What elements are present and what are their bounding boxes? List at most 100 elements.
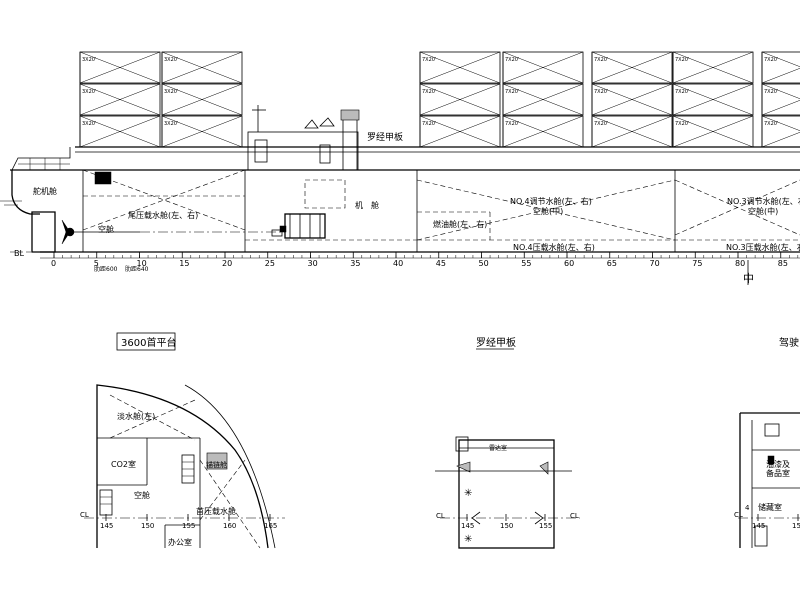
container-label: 7X20' bbox=[422, 57, 436, 63]
plan1-title-box bbox=[116, 332, 176, 351]
plan-frame-number: 165 bbox=[264, 522, 277, 530]
plan3-ladder-icon bbox=[754, 525, 768, 547]
plan-frame-number: 150 bbox=[792, 522, 800, 530]
frame-number: 55 bbox=[521, 259, 531, 268]
frame-number: 30 bbox=[308, 259, 318, 268]
container-label: 7X20' bbox=[594, 89, 608, 95]
container-box bbox=[761, 115, 800, 148]
container-box bbox=[591, 83, 673, 116]
plan1-chain-locker-label: 锚链舱 bbox=[206, 460, 227, 469]
no4-ballast-lower-label: NO.4压载水舱(左、右) bbox=[513, 242, 595, 252]
funnel-top bbox=[340, 109, 360, 121]
frame-number: 80 bbox=[735, 259, 745, 268]
plan3-equipment-icon bbox=[767, 455, 775, 465]
plan-frame-number: 150 bbox=[500, 522, 513, 530]
plan3-small-label: 4 bbox=[745, 504, 750, 512]
plan2-cl-left: CL bbox=[436, 512, 445, 520]
no4-ballast-upper-label: NO.4调节水舱(左、右) bbox=[510, 196, 592, 206]
plan3-cl: CL bbox=[734, 511, 743, 519]
container-label: 7X20' bbox=[675, 121, 689, 127]
plan1-tank-diagonal bbox=[109, 394, 196, 441]
container-box bbox=[161, 51, 243, 84]
frame-number: 25 bbox=[265, 259, 275, 268]
door bbox=[254, 139, 268, 163]
container-box bbox=[79, 51, 161, 84]
container-label: 7X20' bbox=[505, 121, 519, 127]
container-label: 3X20' bbox=[82, 57, 96, 63]
container-label: 7X20' bbox=[675, 89, 689, 95]
container-label: 7X20' bbox=[594, 57, 608, 63]
plan1-void-label: 空舱 bbox=[134, 490, 150, 500]
container-box bbox=[161, 83, 243, 116]
profile-view: 3X20'3X20'3X20'3X20'3X20'3X20' 7X20'7X20… bbox=[0, 51, 800, 285]
no4-void-label: 空舱(中) bbox=[533, 206, 563, 216]
rudder bbox=[31, 211, 56, 253]
plan-frame-number: 145 bbox=[461, 522, 474, 530]
spacing-label-600: 肋距600 bbox=[94, 265, 118, 273]
container-label: 7X20' bbox=[505, 57, 519, 63]
plan1-cl: CL bbox=[80, 511, 89, 519]
frame-number: 10 bbox=[137, 259, 147, 268]
container-label: 7X20' bbox=[675, 57, 689, 63]
container-box bbox=[419, 83, 501, 116]
container-box bbox=[761, 51, 800, 84]
container-label: 3X20' bbox=[164, 57, 178, 63]
container-label: 7X20' bbox=[764, 57, 778, 63]
plan-frame-number: 155 bbox=[182, 522, 195, 530]
door bbox=[319, 144, 331, 164]
plan1-tank-diagonal bbox=[199, 459, 246, 521]
frame-number: 65 bbox=[607, 259, 617, 268]
container-label: 3X20' bbox=[82, 121, 96, 127]
container-box bbox=[502, 83, 584, 116]
container-box bbox=[502, 51, 584, 84]
stern-hull-outline bbox=[11, 170, 40, 215]
spacing-label-640: 肋距640 bbox=[125, 265, 149, 273]
container-label: 7X20' bbox=[422, 121, 436, 127]
frame-number: 75 bbox=[692, 259, 702, 268]
plan1-title: 3600首平台 bbox=[121, 336, 176, 349]
plan3-stair-icon bbox=[764, 423, 780, 437]
frame-number: 70 bbox=[650, 259, 660, 268]
vent-icon bbox=[319, 117, 335, 127]
plan1-office-label: 办公室 bbox=[168, 537, 192, 547]
container-box bbox=[672, 83, 754, 116]
engine-casing bbox=[304, 179, 346, 209]
frame-number: 5 bbox=[94, 259, 99, 268]
plan3-title: 驾驶 bbox=[779, 336, 799, 349]
plan1-fore-ballast-label: 首压载水舱 bbox=[196, 506, 236, 516]
container-label: 7X20' bbox=[764, 89, 778, 95]
stern-bulwark bbox=[11, 147, 71, 171]
plan-frame-number: 145 bbox=[752, 522, 765, 530]
plan2-arrow-icon bbox=[471, 511, 481, 525]
no3-ballast-upper-label: NO.3调节水舱(左、右) bbox=[727, 196, 800, 206]
frame-number: 40 bbox=[393, 259, 403, 268]
plan2-light-icon bbox=[456, 461, 471, 473]
plan2-deck-outline bbox=[458, 439, 555, 549]
container-label: 7X20' bbox=[594, 121, 608, 127]
plan1-fresh-water-label: 淡水舱(左) bbox=[117, 411, 155, 421]
funnel bbox=[342, 117, 358, 171]
ladder-icon bbox=[99, 489, 113, 516]
plan1-hull-outline bbox=[96, 384, 269, 549]
container-label: 7X20' bbox=[505, 89, 519, 95]
aft-container-stacks: 3X20'3X20'3X20'3X20'3X20'3X20' bbox=[79, 51, 243, 148]
container-label: 7X20' bbox=[422, 89, 436, 95]
plan-frame-number: 145 bbox=[100, 522, 113, 530]
plan-frame-number: 160 bbox=[223, 522, 236, 530]
frame-number: 20 bbox=[222, 259, 232, 268]
container-box bbox=[591, 51, 673, 84]
frame-number: 35 bbox=[350, 259, 360, 268]
aft-peak-tank-label: 尾压载水舱(左、右) bbox=[128, 210, 198, 220]
plan2-stair bbox=[455, 436, 469, 452]
container-box bbox=[79, 83, 161, 116]
plan2-title: 罗经甲板 bbox=[476, 336, 516, 349]
tank-diagonal bbox=[416, 179, 676, 241]
plan2-arrow-icon bbox=[534, 511, 544, 525]
fuel-oil-tank-label: 燃油舱(左、右) bbox=[433, 219, 487, 229]
plan3-room-label-3: 储藏室 bbox=[758, 502, 782, 512]
fwd-container-stacks: 7X20' 7X20' 7X20' 7X20' 7X20' 7X20' 7X20' 7X20'… bbox=[419, 51, 800, 148]
